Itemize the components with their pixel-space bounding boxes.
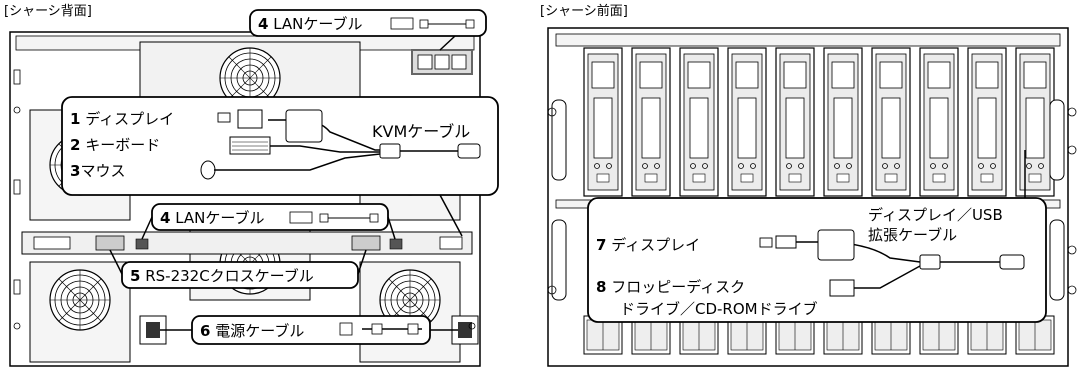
front-cable-label-line2: 拡張ケーブル [868,226,958,244]
callout-number: 8 [596,278,607,296]
rear-callout-1-text: 1 ディスプレイ [70,108,174,129]
callout-label: キーボード [85,136,161,154]
callout-number: 2 [70,136,81,154]
callout-number: 1 [70,110,81,128]
front-callout [587,150,1047,323]
callout-number: 7 [596,236,607,254]
callout-label: LANケーブル [175,209,265,227]
callout-label: ディスプレイ [611,236,701,254]
rear-callout-6-text: 6 電源ケーブル [200,320,304,341]
callout-label: RS-232Cクロスケーブル [145,267,314,285]
callout-label: ディスプレイ [85,110,175,128]
front-cable-label-line1: ディスプレイ／USB [868,206,1003,224]
rear-kvm-callout [61,96,499,237]
rear-callout-4-top [249,9,487,51]
rear-callout-5-text: 5 RS-232Cクロスケーブル [130,265,314,286]
callout-number: 4 [160,209,171,227]
callout-number: 3 [70,162,81,180]
callout-label: フロッピーディスク [611,278,746,296]
front-callout-7-text: 7 ディスプレイ [596,234,700,255]
rear-callout-3-text: 3マウス [70,160,125,181]
front-title: [シャーシ前面] [540,4,628,19]
rear-callout-6 [160,315,458,345]
front-callout-8-line2: ドライブ／CD-ROMドライブ [620,300,818,318]
callout-number: 6 [200,322,211,340]
callout-label: LANケーブル [273,15,363,33]
kvm-cable-label: KVMケーブル [372,122,471,141]
rear-title: [シャーシ背面] [4,4,92,19]
rear-callout-5 [109,249,367,289]
callout-number: 5 [130,267,141,285]
rear-callout-2-text: 2 キーボード [70,134,160,155]
rear-callout-4-mid [141,203,396,240]
callout-number: 4 [258,15,269,33]
front-callout-8-text: 8 フロッピーディスク [596,276,745,297]
callout-label: 電源ケーブル [215,322,305,340]
rear-callout-4-top-text: 4 LANケーブル [258,13,363,34]
rear-callout-4-mid-text: 4 LANケーブル [160,207,265,228]
callout-label: マウス [80,162,126,180]
